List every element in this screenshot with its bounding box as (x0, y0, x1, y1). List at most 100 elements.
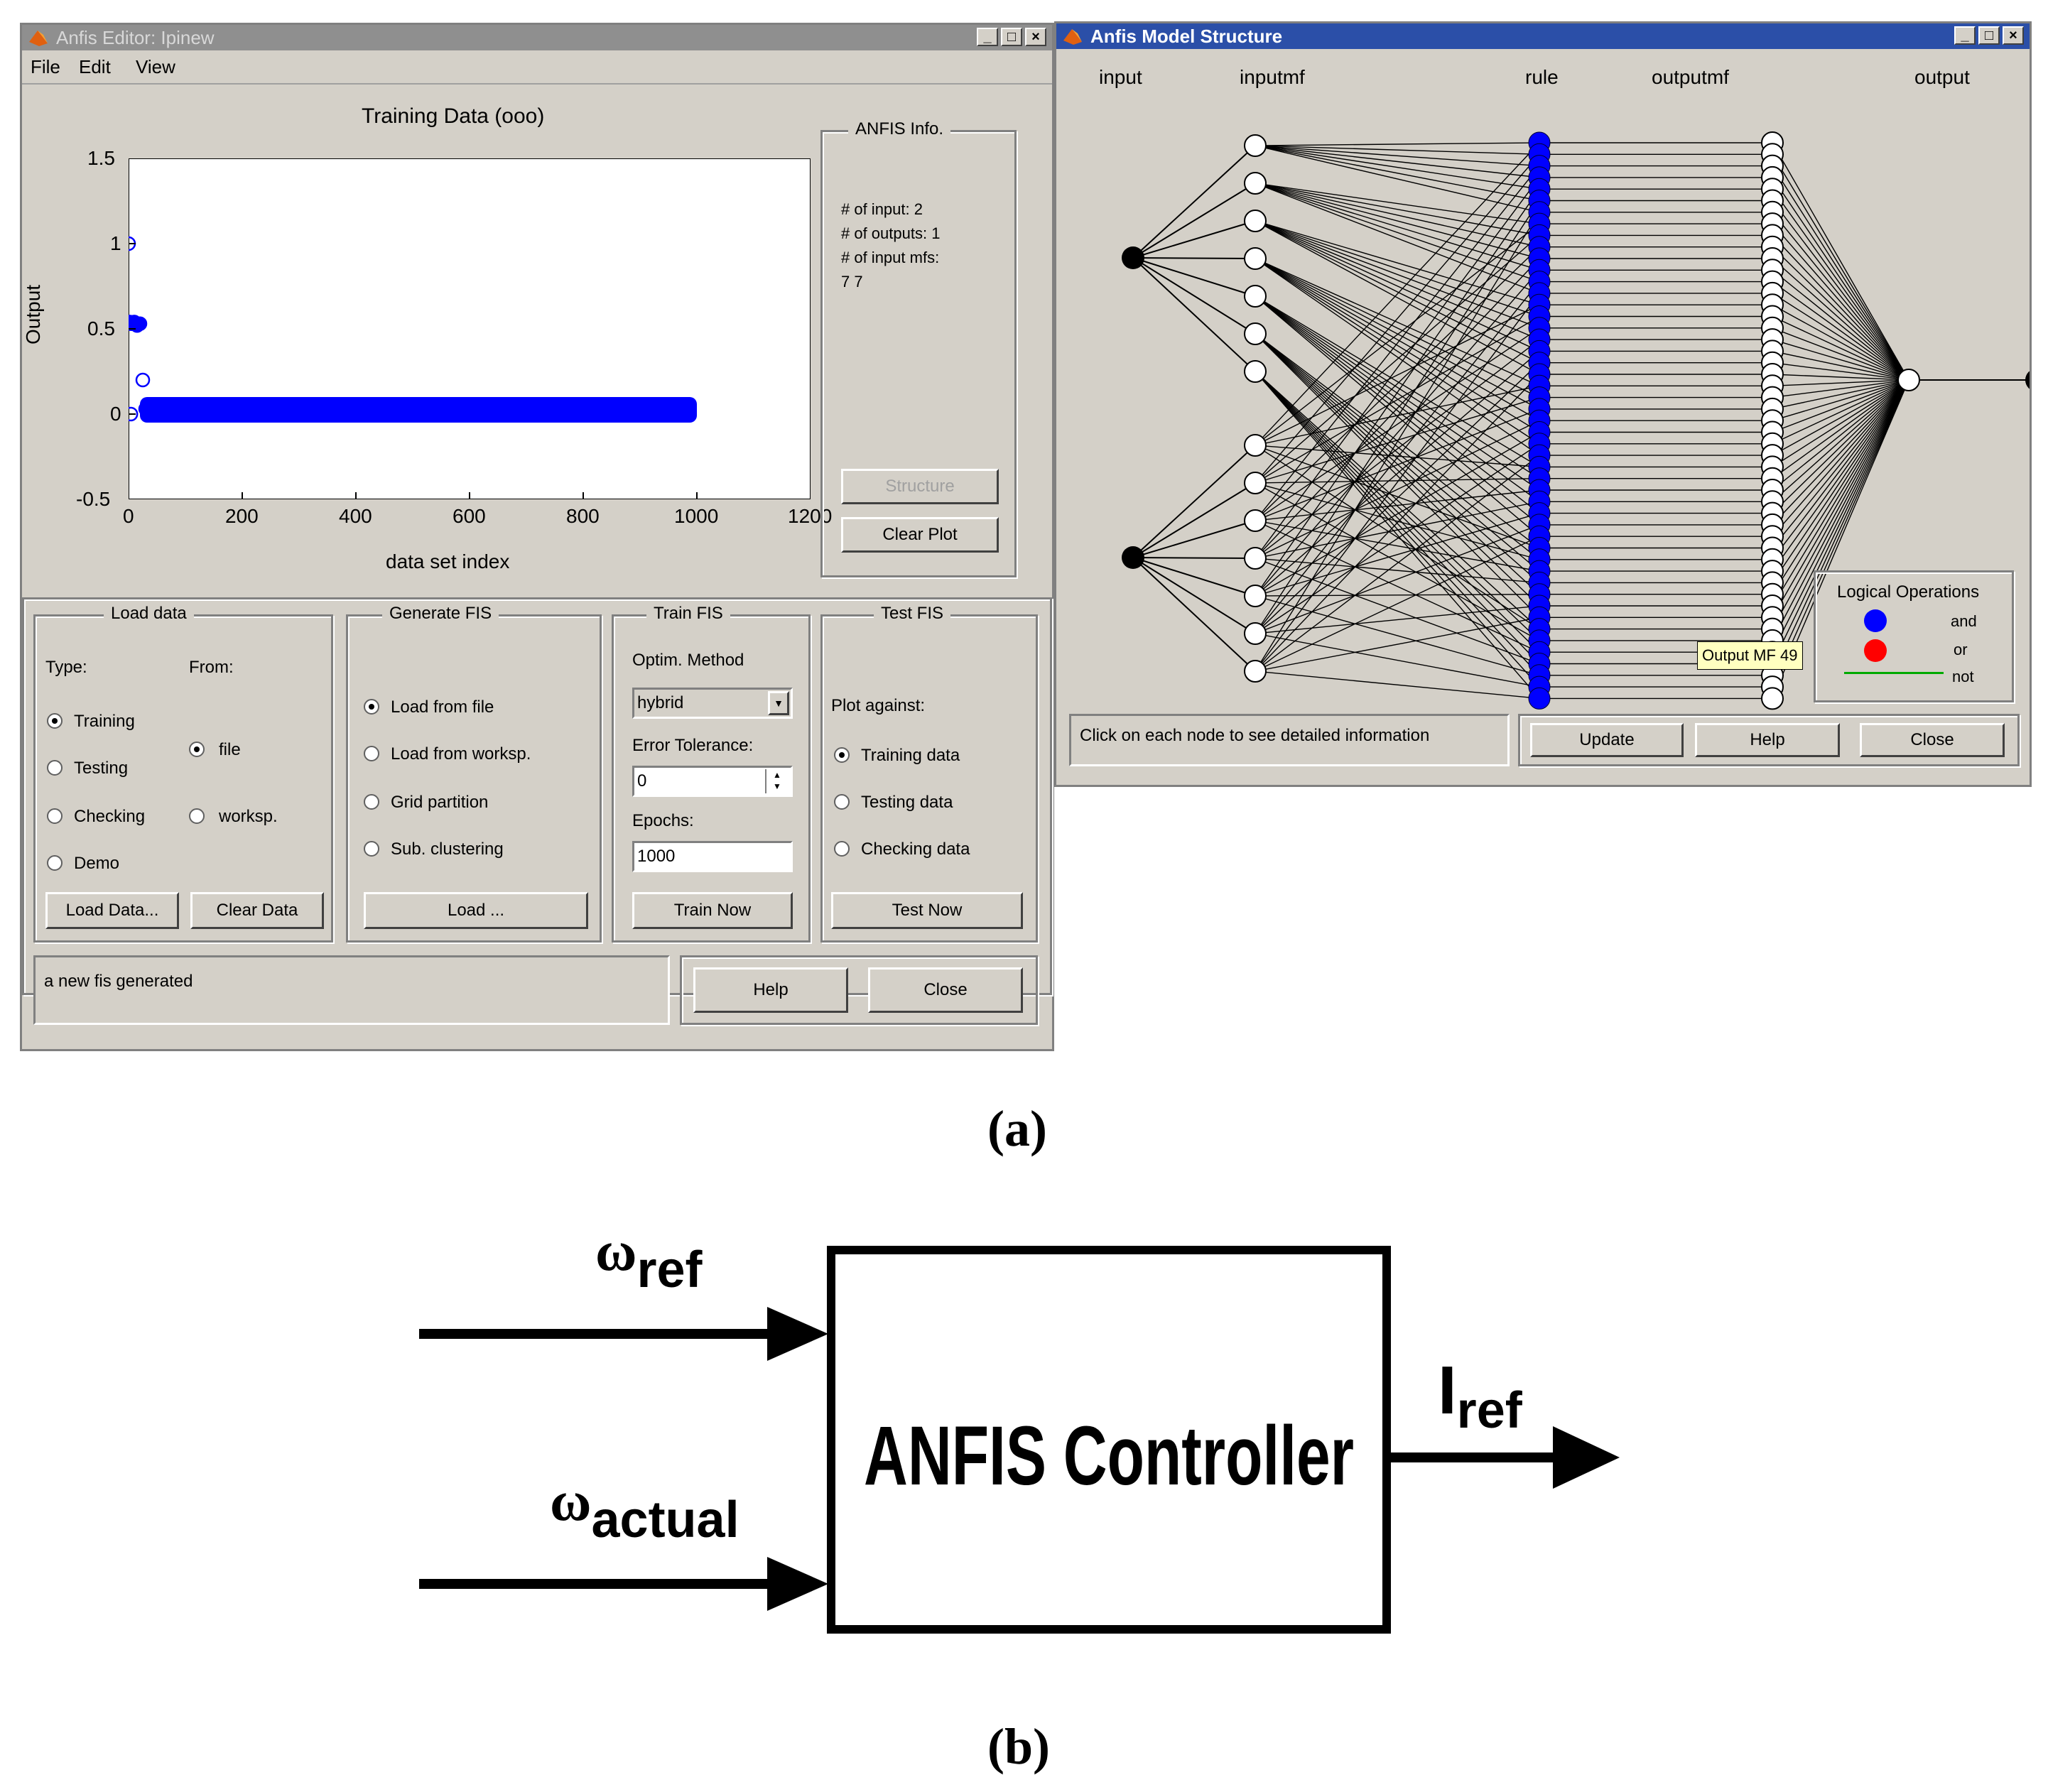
editor-title-bar[interactable]: Anfis Editor: Ipinew _ □ × (22, 25, 1052, 50)
input-mf-node[interactable] (1244, 172, 1267, 195)
radio-test-testing[interactable] (834, 794, 850, 810)
radio-workspace[interactable] (189, 808, 205, 824)
input-mf-node[interactable] (1244, 322, 1267, 345)
input-mf-node[interactable] (1244, 509, 1267, 532)
radio-grid-partition[interactable] (364, 794, 379, 810)
outmf-sum-edge (1772, 379, 1909, 537)
optim-method-select[interactable]: hybrid ▼ (632, 688, 793, 719)
close-icon[interactable]: × (1025, 28, 1046, 46)
input-mf-node[interactable] (1244, 285, 1267, 308)
outmf-sum-edge (1772, 293, 1909, 381)
mf-rule-edge (1255, 223, 1540, 446)
error-tolerance-input[interactable]: 0 ▲▼ (632, 766, 793, 797)
radio-testing[interactable] (47, 760, 63, 776)
outmf-sum-edge (1772, 379, 1909, 583)
update-button[interactable]: Update (1530, 723, 1684, 757)
gen-load-file-label: Load from file (391, 697, 494, 717)
x-tick-label: 400 (339, 505, 372, 527)
radio-load-from-file[interactable] (364, 699, 379, 715)
epochs-input[interactable]: 1000 (632, 841, 793, 872)
input-mf-edge (1132, 220, 1256, 259)
x-tick-label: 800 (566, 505, 600, 527)
structure-help-button[interactable]: Help (1695, 723, 1840, 757)
input-mf-node[interactable] (1244, 247, 1267, 270)
structure-button[interactable]: Structure (841, 469, 999, 504)
input-node[interactable] (1122, 546, 1144, 569)
mf-rule-edge (1255, 670, 1540, 700)
radio-test-training[interactable] (834, 747, 850, 763)
train-fis-panel: Train FIS Optim. Method hybrid ▼ Error T… (612, 604, 811, 943)
input-mf-edge (1132, 145, 1256, 259)
editor-status-text: a new fis generated (44, 972, 193, 991)
rule-node[interactable] (1528, 687, 1551, 710)
radio-demo[interactable] (47, 855, 63, 871)
radio-checking[interactable] (47, 808, 63, 824)
input-mf-node[interactable] (1244, 360, 1267, 383)
chart-xlabel: data set index (386, 550, 510, 572)
test-now-button[interactable]: Test Now (831, 892, 1023, 929)
mf-rule-edge (1255, 431, 1540, 597)
input-mf-node[interactable] (1244, 547, 1267, 570)
data-point (135, 372, 151, 388)
caption-a: (a) (987, 1100, 1047, 1157)
input-mf-node[interactable] (1244, 622, 1267, 645)
mf-rule-edge (1255, 455, 1540, 672)
structure-button-group: Update Help Close (1518, 714, 2020, 766)
editor-help-button[interactable]: Help (693, 967, 848, 1013)
outmf-sum-edge (1772, 379, 1909, 410)
structure-title-bar[interactable]: Anfis Model Structure _ □ × (1056, 23, 2030, 49)
input-mf-node[interactable] (1244, 210, 1267, 232)
layer-input-label: input (1099, 66, 1142, 88)
close-icon[interactable]: × (2003, 26, 2024, 45)
mf-rule-edge (1255, 371, 1540, 688)
editor-close-button[interactable]: Close (868, 967, 1023, 1013)
mf-rule-edge (1255, 220, 1540, 375)
plot-area[interactable] (129, 158, 811, 499)
radio-test-checking[interactable] (834, 841, 850, 857)
mf-rule-edge (1255, 445, 1540, 468)
input-mf-node[interactable] (1244, 660, 1267, 683)
epochs-value: 1000 (637, 847, 676, 866)
network-diagram[interactable] (1056, 94, 2030, 719)
radio-training[interactable] (47, 713, 63, 729)
mf-rule-edge (1255, 220, 1540, 317)
input-mf-node[interactable] (1244, 585, 1267, 607)
dropdown-arrow-icon[interactable]: ▼ (768, 691, 789, 715)
output-node[interactable] (2025, 369, 2030, 391)
maximize-icon[interactable]: □ (1001, 28, 1022, 46)
output-mf-node[interactable] (1761, 687, 1784, 710)
radio-sub-clustering[interactable] (364, 841, 379, 857)
not-color-line (1844, 672, 1944, 674)
y-tick-label: 0 (110, 403, 121, 425)
mf-rule-edge (1255, 220, 1540, 305)
mf-rule-edge (1255, 183, 1540, 294)
mf-rule-edge (1255, 295, 1540, 537)
structure-close-button[interactable]: Close (1860, 723, 2005, 757)
spinner-icon[interactable]: ▲▼ (765, 769, 788, 793)
outmf-sum-edge (1772, 379, 1909, 653)
epochs-label: Epochs: (632, 811, 694, 830)
clear-data-button[interactable]: Clear Data (190, 892, 324, 929)
menu-file[interactable]: File (31, 56, 60, 77)
minimize-icon[interactable]: _ (1954, 26, 1976, 45)
train-now-button[interactable]: Train Now (632, 892, 793, 929)
input-mf-node[interactable] (1244, 434, 1267, 457)
load-fis-button[interactable]: Load ... (364, 892, 588, 929)
minimize-icon[interactable]: _ (977, 28, 998, 46)
clear-plot-button[interactable]: Clear Plot (841, 517, 999, 553)
maximize-icon[interactable]: □ (1978, 26, 2000, 45)
input-mf-node[interactable] (1244, 472, 1267, 494)
data-point (132, 316, 148, 332)
sum-node[interactable] (1897, 369, 1920, 391)
radio-load-from-workspace[interactable] (364, 746, 379, 761)
input-mf-node[interactable] (1244, 134, 1267, 157)
mf-rule-edge (1255, 295, 1540, 479)
menu-view[interactable]: View (136, 56, 175, 77)
menu-edit[interactable]: Edit (79, 56, 111, 77)
model-structure-window: Anfis Model Structure _ □ × input inputm… (1054, 21, 2032, 787)
load-data-button[interactable]: Load Data... (45, 892, 179, 929)
input2-subscript: actual (591, 1492, 739, 1548)
input-node[interactable] (1122, 246, 1144, 269)
mf-rule-edge (1255, 445, 1540, 549)
radio-file[interactable] (189, 742, 205, 757)
